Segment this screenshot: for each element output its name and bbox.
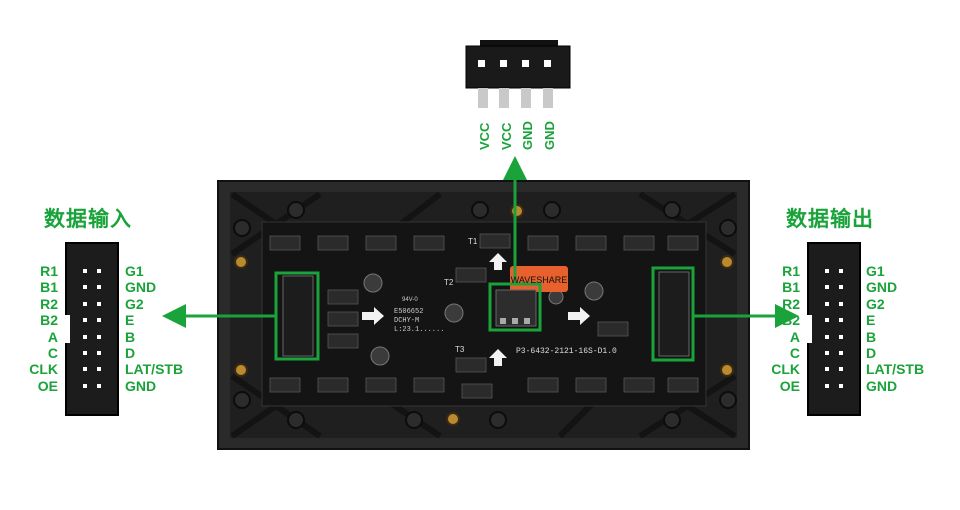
pin-label: GND	[866, 279, 898, 296]
header-pin	[83, 367, 87, 372]
header-pin	[83, 334, 87, 339]
pin-label: B1	[40, 279, 58, 296]
pin-label: B1	[782, 279, 800, 296]
header-pin	[825, 301, 829, 306]
header-pin	[839, 301, 843, 306]
pin-label: LAT/STB	[125, 361, 184, 378]
header-pin	[839, 351, 843, 355]
board-code1-label: E506652	[394, 308, 423, 316]
data-input-title: 数据输入	[44, 207, 132, 231]
board-t1-label: T1	[468, 237, 478, 246]
connector-key-notch	[64, 315, 70, 343]
header-pin	[97, 269, 101, 273]
pin-label: G1	[125, 263, 144, 279]
pin-label: CLK	[29, 361, 58, 378]
header-pin	[825, 318, 829, 323]
data-output-title: 数据输出	[786, 207, 874, 231]
header-pin	[825, 351, 829, 355]
pin-label: C	[47, 344, 58, 361]
pin-label: R2	[40, 295, 58, 312]
board-t3-label: T3	[455, 345, 465, 354]
pin-label: E	[125, 312, 135, 329]
pin-label: G2	[866, 295, 885, 312]
input-header-connector	[64, 242, 119, 416]
input-right-pin-labels: G1 GND G2 E B D LAT/STB GND	[125, 263, 183, 394]
header-pin	[97, 285, 101, 290]
input-left-pin-labels: R1 B1 R2 B2 A C CLK OE	[20, 263, 58, 394]
output-header-connector	[806, 242, 861, 416]
header-pin	[825, 383, 829, 388]
pin-label: A	[789, 328, 800, 345]
header-pin	[83, 318, 87, 323]
header-pin	[97, 318, 101, 323]
pin-label: E	[866, 312, 876, 329]
led-panel-back	[217, 180, 750, 450]
pin-label: GND	[125, 377, 157, 394]
header-pin	[839, 334, 843, 339]
board-model-label: P3-6432-2121-16S-D1.0	[516, 347, 617, 356]
pin-label: CLK	[771, 361, 800, 378]
pin-label: LAT/STB	[866, 361, 925, 378]
pin-label: B	[866, 328, 877, 345]
header-pin	[825, 334, 829, 339]
header-pin	[839, 318, 843, 323]
header-pin	[839, 269, 843, 273]
pin-label: A	[47, 328, 58, 345]
header-pin	[97, 367, 101, 372]
pin-label: B	[125, 328, 136, 345]
header-pin	[825, 269, 829, 273]
header-pin	[825, 367, 829, 372]
pin-label: GND	[866, 377, 898, 394]
output-right-pin-labels: G1 GND G2 E B D LAT/STB GND	[866, 263, 924, 394]
board-date-label: L:23.1......	[394, 326, 444, 334]
header-pin	[839, 285, 843, 290]
board-t2-label: T2	[444, 278, 454, 287]
header-pin	[839, 367, 843, 372]
pin-label: D	[125, 344, 136, 361]
pin-label: D	[866, 344, 877, 361]
header-pin	[97, 351, 101, 355]
pin-label: R1	[782, 263, 800, 279]
header-pin	[97, 301, 101, 306]
board-code2-label: DCHY-M	[394, 317, 419, 325]
header-pin	[825, 285, 829, 290]
pin-label: G2	[125, 295, 144, 312]
header-pin	[97, 334, 101, 339]
header-pin	[83, 285, 87, 290]
pin-label: OE	[37, 377, 58, 394]
pin-label: GND	[125, 279, 157, 296]
board-cert-label: 94V-0	[402, 297, 418, 303]
pin-label: C	[789, 344, 800, 361]
header-pin	[839, 383, 843, 388]
header-pin	[83, 383, 87, 388]
pin-label: G1	[866, 263, 885, 279]
header-pin	[83, 269, 87, 273]
power-connector	[465, 40, 571, 108]
board-brand-label: WAVESHARE	[511, 275, 568, 285]
header-pin	[97, 383, 101, 388]
connector-key-notch	[806, 315, 812, 343]
pin-label: OE	[779, 377, 800, 394]
header-pin	[83, 301, 87, 306]
pin-label: B2	[40, 312, 58, 329]
header-pin	[83, 351, 87, 355]
pin-label: R1	[40, 263, 58, 279]
